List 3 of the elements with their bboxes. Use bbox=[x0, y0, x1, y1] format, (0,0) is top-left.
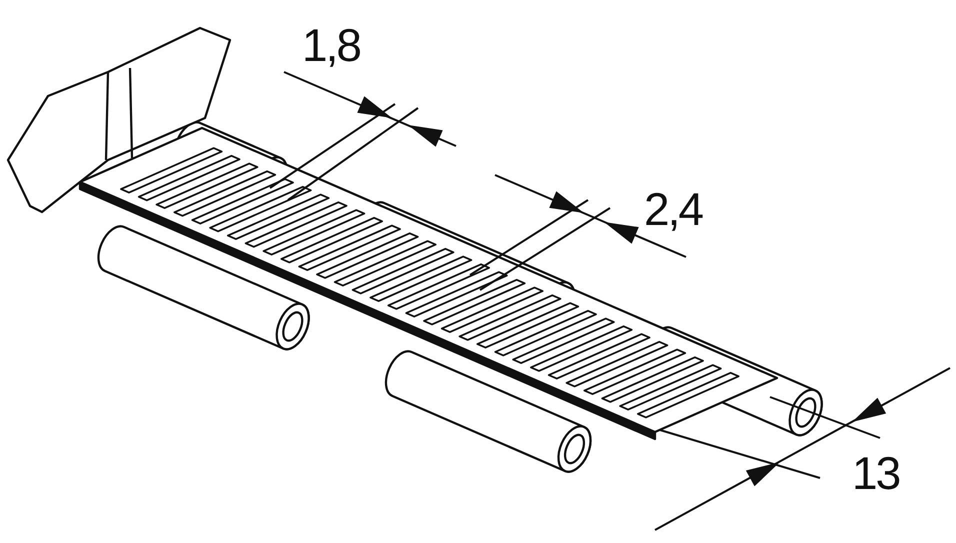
dimension-value: 1,8 bbox=[302, 22, 360, 68]
dimension-value: 2,4 bbox=[644, 186, 702, 232]
dimension-value: 13 bbox=[852, 450, 900, 496]
